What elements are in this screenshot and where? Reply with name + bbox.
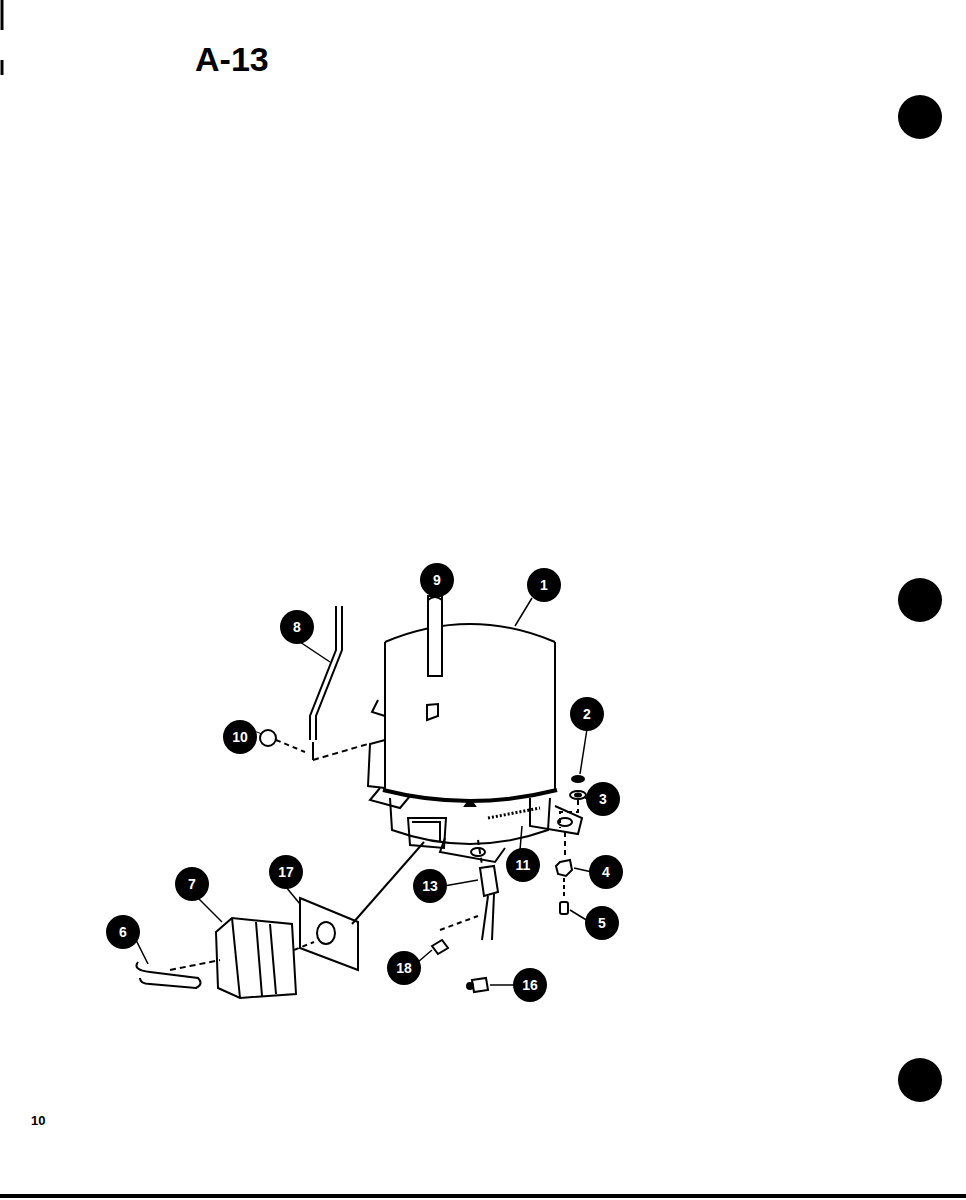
callout-number: 9 bbox=[420, 563, 454, 597]
callout-number: 10 bbox=[223, 720, 257, 754]
callout-number: 1 bbox=[527, 568, 561, 602]
callout-number: 2 bbox=[570, 697, 604, 731]
callout-number: 8 bbox=[280, 610, 314, 644]
callout-number: 6 bbox=[106, 915, 140, 949]
callout-number: 18 bbox=[387, 951, 421, 985]
callout-number: 4 bbox=[589, 855, 623, 889]
callout-number: 17 bbox=[269, 855, 303, 889]
callout-number: 3 bbox=[586, 782, 620, 816]
callout-number: 16 bbox=[513, 968, 547, 1002]
callout-number: 13 bbox=[413, 869, 447, 903]
page-title: A-13 bbox=[195, 42, 269, 76]
callout-number: 7 bbox=[175, 867, 209, 901]
callout-number: 11 bbox=[506, 848, 540, 882]
callout-number: 5 bbox=[585, 906, 619, 940]
page-number: 10 bbox=[31, 1114, 45, 1127]
